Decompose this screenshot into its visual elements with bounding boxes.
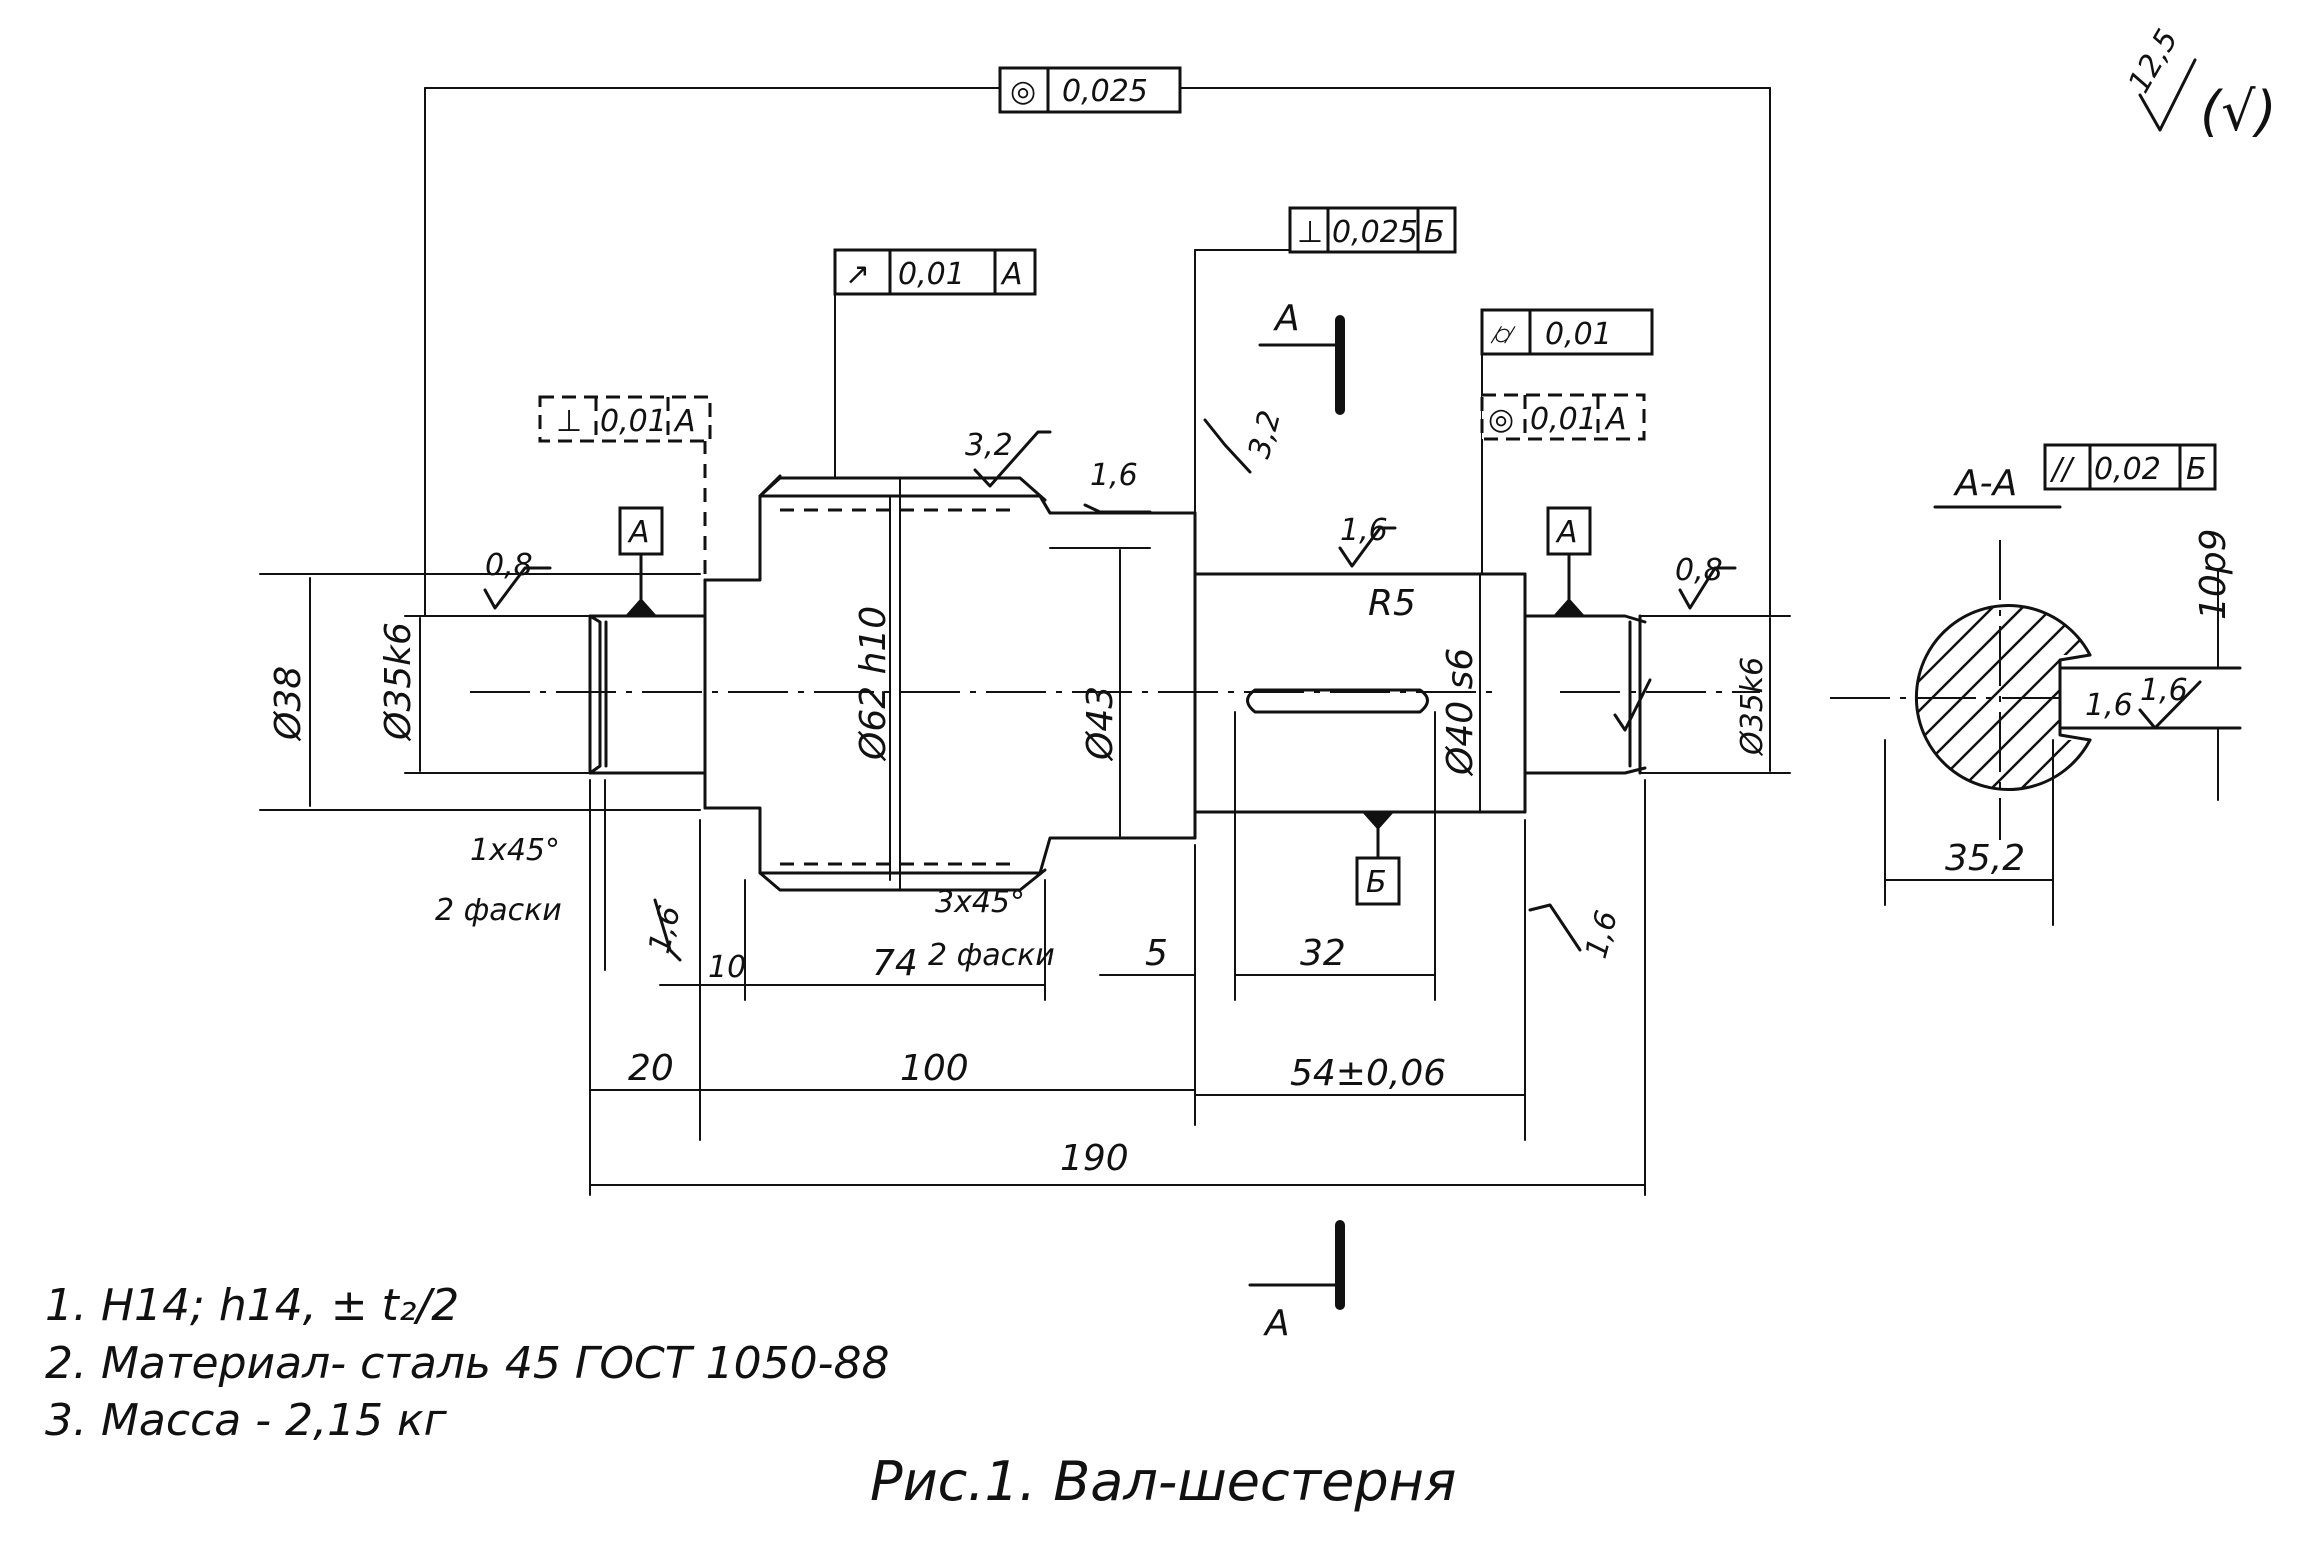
frame-symbol: // [2049,452,2075,487]
roughness-32-side: 3,2 [1242,407,1288,462]
frame-value: 0,01 [898,257,965,292]
roughness-16-top: 1,6 [1090,458,1138,493]
notes: 1. H14; h14, ± t₂/2 2. Материал- сталь 4… [45,1280,889,1446]
note-2: 2. Материал- сталь 45 ГОСТ 1050-88 [45,1338,889,1389]
dim-100: 100 [900,1048,969,1089]
roughness-32-top: 3,2 [965,428,1013,463]
dim-32: 32 [1300,933,1346,974]
frame-value: 0,025 [1062,74,1148,109]
dim-d43: Ø43 [1080,686,1121,762]
datum-a-left: А [618,506,664,616]
dim-10: 10 [708,950,746,985]
tolerance-frame-perpendicularity-b: ⊥ 0,025 Б [1288,206,1457,254]
tolerance-frame-perp-left-a: ⊥ 0,01 А [538,395,712,443]
dim-d35k6-right: Ø35k6 [1735,657,1770,757]
section-marker-top: А [1258,298,1345,415]
section-marker-bottom: А [1248,1220,1345,1344]
chamfer-1x45-note: 2 фаски [435,893,562,928]
note-1: 1. H14; h14, ± t₂/2 [45,1280,459,1331]
general-roughness: 12,5 (√) [2122,24,2277,143]
dim-54: 54±0,06 [1290,1053,1446,1094]
dimension-lines [259,87,1791,1196]
frame-symbol: ◎ [1488,402,1514,437]
section-letter-bottom: А [1263,1303,1290,1344]
shaft-outline [470,474,1760,892]
chamfer-3x45: 3x45° [935,885,1025,920]
roughness-16-keyway: 1,6 [2085,688,2133,723]
figure-caption: Рис.1. Вал-шестерня [870,1450,1456,1513]
chamfer-1x45: 1x45° [470,833,560,868]
dim-r5: R5 [1368,583,1416,624]
general-roughness-value: 12,5 [2122,24,2186,99]
frame-symbol: ◎ [1010,74,1036,109]
frame-base: А [1000,257,1023,292]
tolerance-frame-concentricity-top: ◎ 0,025 [998,66,1182,114]
frame-value: 0,01 [1545,317,1612,352]
sec-35-2: 35,2 [1945,838,2025,879]
roughness-08-right: 0,8 [1675,553,1723,588]
tolerance-frame-runout-a: ↗ 0,01 А [833,248,1037,296]
dim-d35k6-left: Ø35k6 [378,622,419,742]
frame-symbol: ⊥ [1297,215,1323,250]
tolerance-frame-parallel-b: // 0,02 Б [2043,443,2217,491]
dim-20: 20 [628,1048,674,1089]
general-roughness-suffix: (√) [2200,80,2277,143]
section-a-a: А-А [1830,463,2242,926]
svg-text:А: А [627,515,650,550]
tolerance-frame-cylindricity: ⌭ 0,01 [1480,308,1654,356]
datum-b: Б [1355,812,1401,906]
frame-base: Б [1424,215,1445,250]
dim-74: 74 [872,943,918,984]
chamfer-3x45-note: 2 фаски [928,938,1055,973]
roughness-16-section: 1,6 [2140,673,2188,708]
dim-5: 5 [1145,933,1168,974]
dim-190: 190 [1060,1138,1129,1179]
frame-symbol: ⊥ [556,404,582,439]
frame-value: 0,02 [2094,452,2161,487]
dim-d40s6: Ø40 s6 [1440,648,1481,777]
frame-value: 0,025 [1332,215,1418,250]
svg-text:А: А [1555,515,1578,550]
dim-d62h10: Ø62 h10 [853,606,894,762]
frame-base: А [1604,402,1627,437]
roughness-16-bottom-right: 1,6 [1579,907,1625,962]
datum-a-right: А [1546,506,1592,616]
section-letter-top: А [1273,298,1300,339]
section-title: А-А [1953,463,2017,504]
frame-base: Б [2186,452,2207,487]
frame-value: 0,01 [1530,402,1597,437]
tolerance-frame-concentricity-a: ◎ 0,01 А [1480,393,1646,441]
frame-value: 0,01 [600,404,667,439]
roughness-08-left: 0,8 [485,548,533,583]
roughness-marks: 0,8 0,8 3,2 1,6 1,6 3,2 1,6 1,6 1,6 1,6 [483,407,2202,962]
dimension-texts: Ø38 Ø35k6 Ø62 h10 Ø43 Ø40 s6 Ø35k6 R5 10… [268,528,2234,1179]
frame-base: А [673,404,696,439]
svg-text:Б: Б [1366,865,1387,900]
frame-symbol: ↗ [845,257,870,292]
roughness-16-bottom-left: 1,6 [642,902,688,957]
note-3: 3. Масса - 2,15 кг [45,1395,448,1446]
roughness-16-mid: 1,6 [1340,513,1388,548]
dim-d38: Ø38 [268,666,309,742]
sec-10p9: 10p9 [2193,528,2234,620]
